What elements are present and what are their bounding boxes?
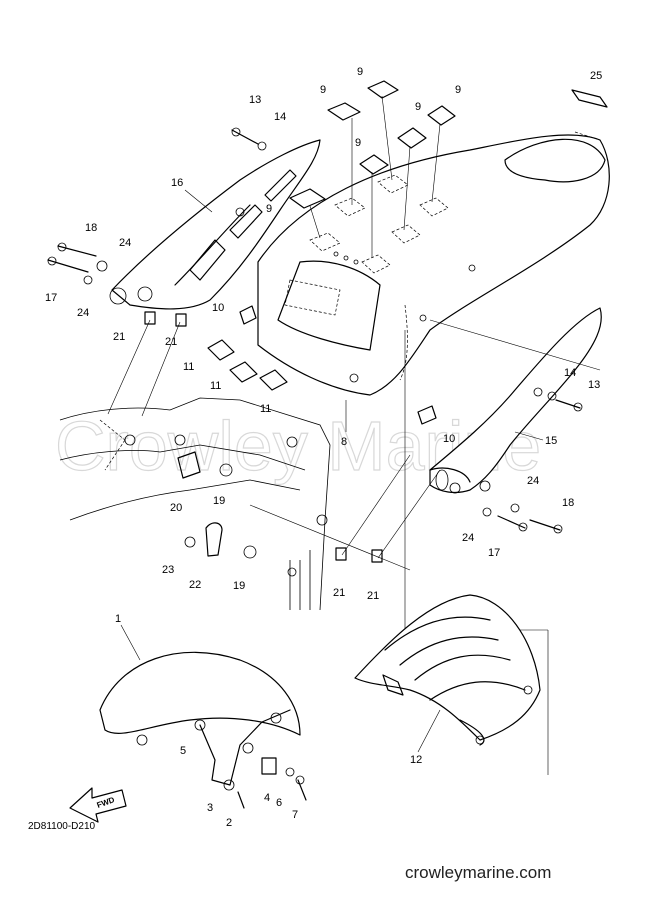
callout-2: 2 <box>226 817 232 829</box>
mudguard <box>354 594 541 746</box>
collars <box>144 311 383 563</box>
drawing-code: 2D81100-D210 <box>28 821 96 832</box>
callout-9: 9 <box>415 101 421 113</box>
callout-8: 8 <box>341 436 347 448</box>
rear-fender <box>257 131 610 396</box>
front-fender <box>99 651 307 809</box>
callout-18: 18 <box>85 222 97 234</box>
callout-17: 17 <box>45 292 57 304</box>
callout-14: 14 <box>564 367 576 379</box>
fwd-arrow: FWD <box>69 787 127 823</box>
callout-21: 21 <box>333 587 345 599</box>
callout-21: 21 <box>113 331 125 343</box>
frame-section <box>59 397 331 611</box>
callout-1: 1 <box>115 613 121 625</box>
callout-18: 18 <box>562 497 574 509</box>
callout-25: 25 <box>590 70 602 82</box>
callout-9: 9 <box>320 84 326 96</box>
callout-21: 21 <box>367 590 379 602</box>
callout-3: 3 <box>207 802 213 814</box>
callout-21: 21 <box>165 336 177 348</box>
callouts: 1 2 3 4 5 6 7 8 9 9 9 9 9 9 10 10 11 11 … <box>45 66 602 829</box>
website-text: crowleymarine.com <box>405 863 551 882</box>
callout-19: 19 <box>233 580 245 592</box>
callout-16: 16 <box>171 177 183 189</box>
fwd-label: FWD <box>96 795 116 810</box>
callout-23: 23 <box>162 564 174 576</box>
callout-13: 13 <box>249 94 261 106</box>
callout-6: 6 <box>276 797 282 809</box>
callout-11: 11 <box>260 403 271 415</box>
callout-9: 9 <box>357 66 363 78</box>
callout-4: 4 <box>264 792 270 804</box>
callout-11: 11 <box>210 380 221 392</box>
callout-20: 20 <box>170 502 182 514</box>
callout-5: 5 <box>180 745 186 757</box>
callout-19: 19 <box>213 495 225 507</box>
callout-11: 11 <box>183 361 194 373</box>
right-fender-stay <box>429 307 602 494</box>
callout-15: 15 <box>545 435 557 447</box>
callout-24: 24 <box>119 237 131 249</box>
callout-22: 22 <box>189 579 201 591</box>
callout-14: 14 <box>274 111 286 123</box>
callout-24: 24 <box>462 532 474 544</box>
bolts-and-washers <box>47 127 583 534</box>
decals <box>207 80 608 391</box>
callout-10: 10 <box>212 302 224 314</box>
callout-9: 9 <box>455 84 461 96</box>
callout-10: 10 <box>443 433 455 445</box>
callout-12: 12 <box>410 754 422 766</box>
callout-17: 17 <box>488 547 500 559</box>
left-fender-stay <box>109 139 321 310</box>
callout-9: 9 <box>266 203 272 215</box>
callout-13: 13 <box>588 379 600 391</box>
callout-9: 9 <box>355 137 361 149</box>
callout-24: 24 <box>77 307 89 319</box>
callout-24: 24 <box>527 475 539 487</box>
callout-7: 7 <box>292 809 298 821</box>
